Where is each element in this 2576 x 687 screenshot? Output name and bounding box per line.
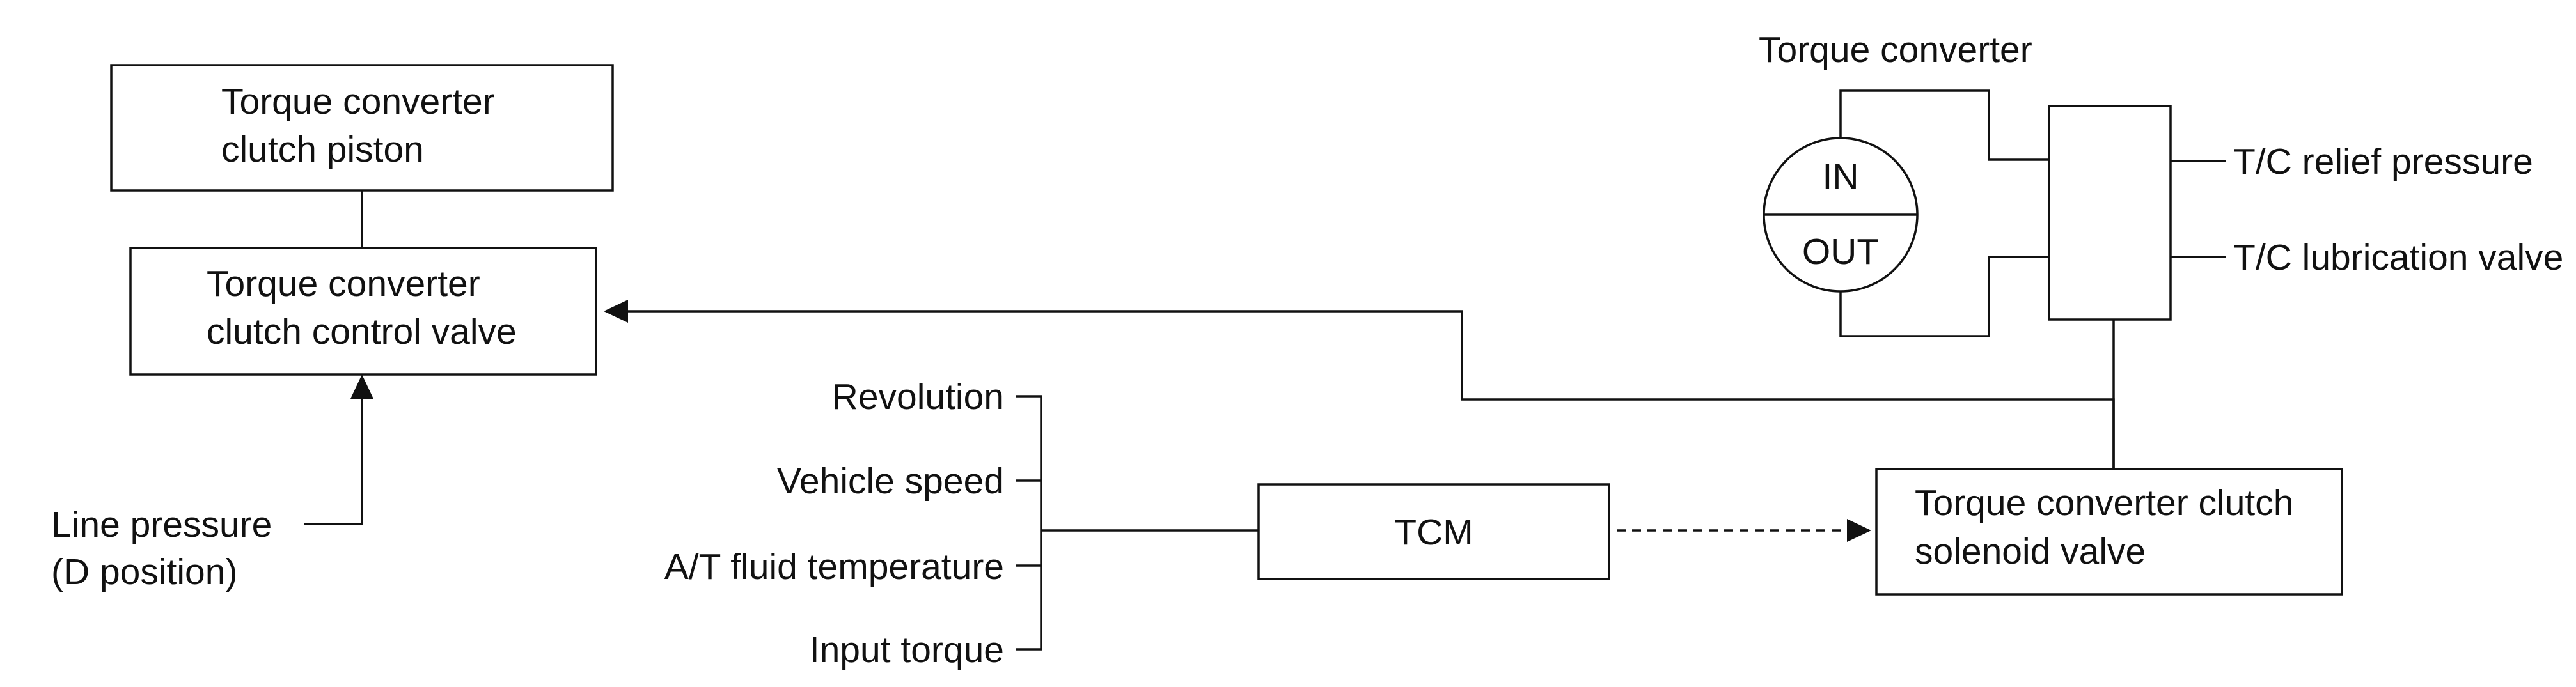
tcm-to-solenoid-arrowhead <box>1847 519 1871 542</box>
valve-block <box>2048 105 2172 321</box>
tcm-inputs: Revolution Vehicle speed A/T fluid tempe… <box>664 376 1004 670</box>
tc-in-label: IN <box>1823 157 1859 197</box>
clutch-piston-label-line1: Torque converter <box>221 81 495 122</box>
line-pressure-arrowhead <box>350 374 373 399</box>
line-pressure-label-line2: (D position) <box>51 552 237 592</box>
tcm-node: TCM <box>1257 483 1610 580</box>
clutch-piston-label-line2: clutch piston <box>221 129 424 170</box>
line-pressure-label-line1: Line pressure <box>51 504 272 545</box>
relief-pressure-label: T/C relief pressure <box>2233 141 2533 182</box>
clutch-control-valve-node: Torque converter clutch control valve <box>129 247 597 376</box>
inputs-bracket <box>1016 395 1042 651</box>
control-valve-label-line2: clutch control valve <box>207 311 517 352</box>
solenoid-to-valve-arrowhead <box>604 300 628 323</box>
solenoid-label-line2: solenoid valve <box>1915 531 2146 572</box>
solenoid-valve-node: Torque converter clutch solenoid valve <box>1875 468 2343 596</box>
input-revolution: Revolution <box>832 376 1004 417</box>
control-valve-label-line1: Torque converter <box>207 263 480 304</box>
input-torque: Input torque <box>810 629 1004 670</box>
torque-converter-label: Torque converter <box>1759 29 2032 70</box>
input-fluid-temperature: A/T fluid temperature <box>664 546 1004 587</box>
line-pressure-edge <box>304 398 363 525</box>
tc-out-line <box>1839 256 2049 337</box>
tc-out-label: OUT <box>1802 231 1879 272</box>
line-pressure-node: Line pressure (D position) <box>51 504 272 592</box>
clutch-piston-node: Torque converter clutch piston <box>110 64 614 192</box>
lubrication-valve-label: T/C lubrication valve <box>2233 237 2563 278</box>
tcm-label: TCM <box>1394 512 1473 553</box>
input-vehicle-speed: Vehicle speed <box>777 461 1004 502</box>
tc-in-line <box>1839 89 2049 161</box>
torque-converter-symbol: IN OUT <box>1763 137 1919 293</box>
solenoid-label-line1: Torque converter clutch <box>1915 482 2293 523</box>
